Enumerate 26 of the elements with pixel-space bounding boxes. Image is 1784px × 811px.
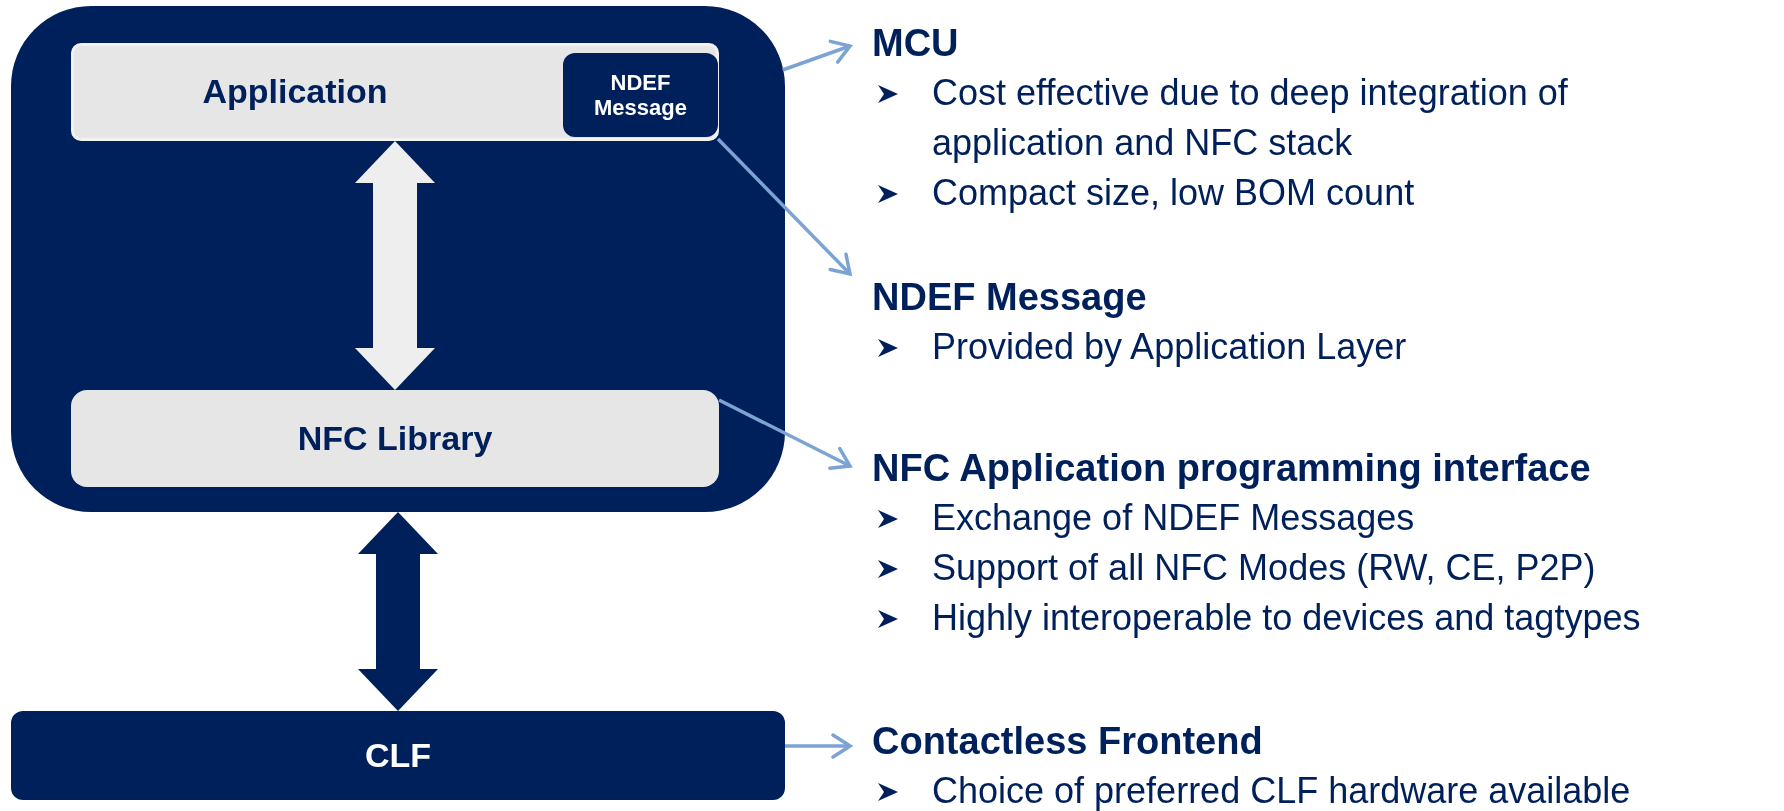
leader-arrow bbox=[782, 39, 852, 72]
leader-arrow bbox=[716, 137, 852, 276]
bullet-text: Provided by Application Layer bbox=[932, 325, 1408, 369]
layer-box bbox=[11, 711, 785, 800]
box-label: NFC Library bbox=[297, 418, 493, 459]
box-label: NDEF Message bbox=[593, 69, 688, 121]
double-arrow bbox=[355, 141, 435, 390]
heading: NFC Application programming interface bbox=[872, 446, 1592, 491]
leader-arrow bbox=[785, 733, 852, 759]
leader-arrow bbox=[718, 398, 852, 470]
bullet-text: Choice of preferred CLF hardware available bbox=[932, 769, 1632, 811]
bullet-text: Exchange of NDEF Messages bbox=[932, 496, 1416, 540]
bullet-text: Highly interoperable to devices and tagtypes bbox=[932, 596, 1642, 640]
bullet-text: Compact size, low BOM count bbox=[932, 171, 1416, 215]
heading: NDEF Message bbox=[872, 275, 1148, 320]
bullet-text: Cost effective due to deep integration of application and NFC stack bbox=[932, 71, 1569, 165]
double-arrow bbox=[358, 512, 438, 711]
heading: MCU bbox=[872, 21, 960, 66]
bullet-text: Support of all NFC Modes (RW, CE, P2P) bbox=[932, 546, 1597, 590]
box-label: Application bbox=[202, 72, 388, 112]
layer-box bbox=[71, 390, 719, 487]
heading: Contactless Frontend bbox=[872, 719, 1264, 764]
message-box bbox=[563, 53, 718, 137]
layer-box bbox=[71, 43, 719, 141]
box-label: CLF bbox=[364, 735, 432, 776]
device-panel bbox=[11, 6, 785, 512]
